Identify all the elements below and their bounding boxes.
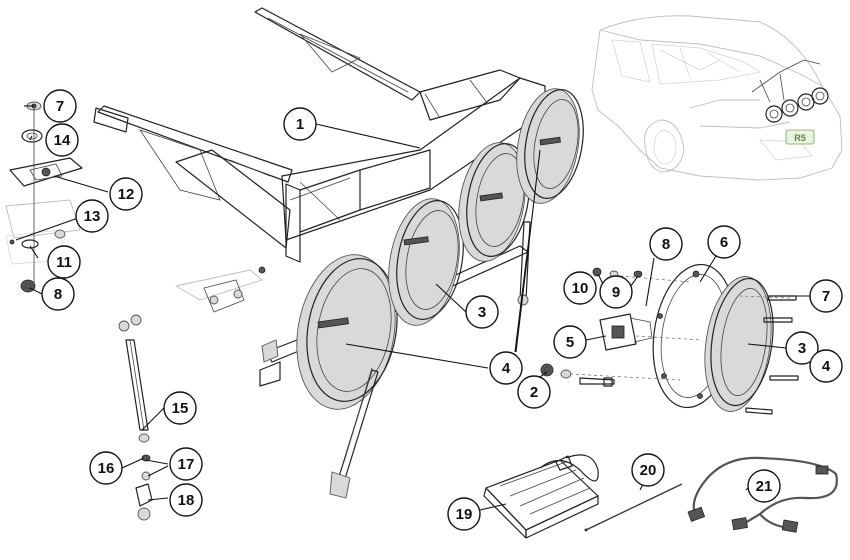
callout-11: 11	[47, 245, 81, 279]
callout-14: 14	[45, 123, 79, 157]
svg-text:5: 5	[566, 334, 574, 351]
lamp-unit-rear	[516, 88, 584, 204]
svg-text:20: 20	[640, 462, 657, 479]
callout-18: 18	[169, 483, 203, 517]
svg-text:9: 9	[612, 284, 620, 301]
callout-19: 19	[447, 497, 481, 531]
callout-17: 17	[169, 447, 203, 481]
callouts: 1 3 4 2 5 6 8 10 9 7 3 4 7 14 12 13 11 8…	[41, 89, 843, 531]
car-illustration: R5	[591, 15, 843, 181]
svg-text:3: 3	[798, 340, 806, 357]
strut-assembly	[118, 314, 153, 521]
callout-3a: 3	[465, 295, 499, 329]
callout-16: 16	[89, 451, 123, 485]
bracket-ghost	[174, 266, 266, 313]
callout-7b: 7	[809, 279, 843, 313]
lamp-unit-3	[458, 142, 530, 262]
car-badge-text: R5	[794, 133, 806, 143]
svg-text:7: 7	[56, 98, 64, 115]
svg-text:11: 11	[56, 254, 72, 271]
svg-text:8: 8	[662, 236, 670, 253]
svg-text:12: 12	[118, 186, 135, 203]
callout-13: 13	[75, 199, 109, 233]
svg-text:13: 13	[84, 208, 101, 225]
lamp-unit-2	[388, 198, 464, 326]
svg-text:6: 6	[720, 234, 728, 251]
svg-text:18: 18	[178, 492, 195, 509]
callout-5: 5	[553, 325, 587, 359]
svg-text:17: 17	[178, 456, 195, 473]
callout-6: 6	[707, 225, 741, 259]
callout-1: 1	[283, 107, 317, 141]
car-grille-badge	[785, 129, 815, 145]
svg-text:8: 8	[54, 286, 62, 303]
svg-text:19: 19	[456, 506, 473, 523]
svg-text:7: 7	[822, 288, 830, 305]
svg-text:16: 16	[98, 460, 115, 477]
svg-text:21: 21	[756, 478, 773, 495]
callout-2: 2	[517, 375, 551, 409]
antenna-lead	[584, 483, 683, 532]
callout-20: 20	[631, 453, 665, 487]
svg-text:3: 3	[478, 304, 486, 321]
callout-9: 9	[599, 275, 633, 309]
ecu-module	[483, 454, 599, 539]
callout-8a: 8	[41, 277, 75, 311]
callout-15: 15	[163, 391, 197, 425]
svg-text:10: 10	[572, 280, 589, 297]
callout-4b: 4	[809, 349, 843, 383]
svg-text:14: 14	[54, 132, 71, 149]
svg-text:4: 4	[502, 360, 511, 377]
callout-12: 12	[109, 177, 143, 211]
callout-8b: 8	[649, 227, 683, 261]
wiring-harness	[687, 456, 838, 533]
lamp-unit-front	[296, 254, 398, 410]
callout-3b: 3	[785, 331, 819, 365]
callout-4a: 4	[489, 351, 523, 385]
callout-7a: 7	[43, 89, 77, 123]
svg-text:15: 15	[172, 400, 189, 417]
svg-text:2: 2	[530, 384, 538, 401]
callout-10: 10	[563, 271, 597, 305]
lamp-exploded-group	[540, 263, 799, 415]
frame-struts	[329, 221, 531, 499]
callout-21: 21	[747, 469, 781, 503]
svg-text:4: 4	[822, 358, 831, 375]
svg-text:1: 1	[296, 116, 304, 133]
